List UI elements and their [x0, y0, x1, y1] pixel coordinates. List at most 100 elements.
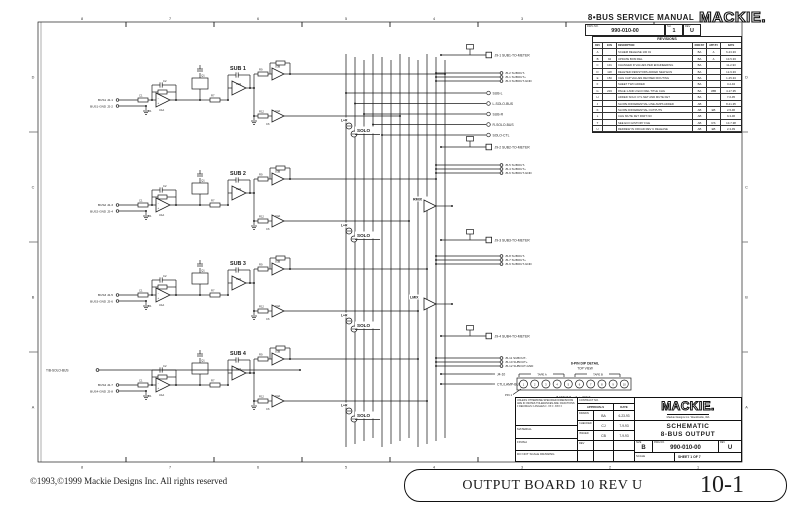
svg-text:D: D — [32, 76, 35, 80]
svg-text:5: 5 — [345, 466, 347, 470]
svg-text:6: 6 — [257, 17, 259, 21]
svg-text:−: − — [158, 97, 160, 100]
svg-text:+: + — [158, 207, 160, 210]
svg-text:U3B: U3B — [275, 260, 280, 264]
rev-cell: REV U — [719, 441, 741, 452]
svg-text:R9: R9 — [259, 68, 263, 72]
svg-text:R-SOLO-BUS: R-SOLO-BUS — [493, 123, 515, 127]
svg-text:R9: R9 — [259, 173, 263, 177]
svg-text:8: 8 — [601, 383, 603, 387]
svg-text:3: 3 — [545, 383, 547, 387]
svg-text:7: 7 — [590, 383, 592, 387]
svg-text:J4-10: J4-10 — [497, 372, 505, 376]
svg-text:B: B — [32, 296, 35, 300]
svg-text:7: 7 — [169, 17, 171, 21]
svg-text:CTL/LAMP-BUS: CTL/LAMP-BUS — [497, 382, 522, 386]
svg-text:J5-1 SUBOUT+: J5-1 SUBOUT+ — [505, 75, 526, 79]
svg-text:U4A: U4A — [275, 214, 280, 218]
date-label: DATE — [620, 405, 628, 409]
rev-label: REV — [720, 441, 725, 444]
drawing-number-row: SIZE B DWG NO. 990-010-00 REV U — [635, 441, 741, 453]
svg-text:+: + — [158, 297, 160, 300]
svg-text:BUS4-GND J2-8: BUS4-GND J2-8 — [90, 390, 113, 394]
svg-text:R1: R1 — [148, 304, 152, 308]
page-number: 10-1 — [700, 472, 744, 498]
svg-text:A: A — [32, 406, 35, 410]
svg-text:C6: C6 — [266, 407, 270, 411]
scale-row: SCALE SHEET 1 OF 7 — [635, 453, 741, 461]
svg-text:J9-2 SUB2-TO-METER: J9-2 SUB2-TO-METER — [495, 145, 531, 149]
size-cell: SIZE B — [635, 441, 653, 452]
rev-col-header: DWN BY — [693, 43, 707, 50]
svg-text:BUS4 J2-7: BUS4 J2-7 — [98, 383, 113, 387]
svg-text:R1: R1 — [148, 394, 152, 398]
svg-text:8-PIN DIP DETAIL: 8-PIN DIP DETAIL — [571, 362, 599, 366]
contract-field: CONTRACT NO. — [578, 398, 634, 404]
svg-text:TAPE A: TAPE A — [537, 372, 547, 376]
svg-text:A: A — [745, 406, 748, 410]
svg-text:R9: R9 — [259, 353, 263, 357]
do-not-scale-note: DO NOT SCALE DRAWING — [517, 452, 555, 456]
svg-text:Q1: Q1 — [201, 359, 205, 363]
svg-text:+: + — [158, 387, 160, 390]
svg-text:U2A: U2A — [236, 277, 241, 281]
svg-text:BUS2-GND J2-4: BUS2-GND J2-4 — [90, 210, 113, 214]
svg-text:U3B: U3B — [275, 170, 280, 174]
svg-text:2: 2 — [534, 383, 536, 387]
svg-text:7: 7 — [169, 466, 171, 470]
approval-row — [578, 451, 634, 461]
svg-text:SUB 2: SUB 2 — [230, 171, 246, 177]
svg-text:U4A: U4A — [275, 394, 280, 398]
svg-text:C6: C6 — [266, 227, 270, 231]
svg-text:J5-4 SUBOUT+: J5-4 SUBOUT+ — [505, 167, 526, 171]
footer-banner: OUTPUT BOARD 10 REV U 10-1 — [404, 469, 787, 502]
title-block-notes-column: UNLESS OTHERWISE SPECIFIED DIMENSIONS AR… — [516, 398, 578, 461]
svg-text:J9-3 SUB3-TO-METER: J9-3 SUB3-TO-METER — [495, 238, 531, 242]
svg-text:U3B: U3B — [275, 65, 280, 69]
svg-text:2: 2 — [609, 466, 611, 470]
svg-text:L+R: L+R — [341, 119, 348, 123]
svg-text:R7: R7 — [211, 379, 215, 383]
svg-text:10: 10 — [623, 383, 626, 387]
svg-text:U4A: U4A — [275, 304, 280, 308]
svg-text:C2: C2 — [163, 274, 167, 278]
svg-text:BUS2 J2-3: BUS2 J2-3 — [98, 203, 113, 207]
svg-text:SOLO: SOLO — [357, 413, 370, 418]
svg-text:C6: C6 — [266, 317, 270, 321]
svg-text:T/B-SOLO-BUS: T/B-SOLO-BUS — [46, 368, 69, 372]
svg-text:U1A: U1A — [159, 108, 164, 112]
svg-text:R1: R1 — [148, 214, 152, 218]
svg-text:U1A: U1A — [159, 213, 164, 217]
company-subtitle: Mackie Designs Inc. Woodinville, WA — [666, 414, 710, 419]
svg-text:1: 1 — [523, 383, 525, 387]
svg-text:Q1: Q1 — [201, 179, 205, 183]
mackie-logo: MACKIE. — [699, 8, 766, 26]
svg-text:LMIX: LMIX — [410, 296, 419, 300]
svg-text:R1: R1 — [148, 109, 152, 113]
svg-text:3: 3 — [521, 466, 523, 470]
svg-text:C1: C1 — [139, 379, 143, 383]
material-field: MATERIAL — [516, 426, 577, 439]
svg-text:−: − — [158, 292, 160, 295]
svg-text:U3B: U3B — [275, 350, 280, 354]
manual-title: 8•BUS SERVICE MANUAL — [587, 12, 695, 22]
dwg-no-cell: DWG NO. 990-010-00 — [653, 441, 719, 452]
svg-text:3: 3 — [521, 17, 523, 21]
svg-text:SUB-R: SUB-R — [493, 112, 504, 116]
rev-value: U — [727, 445, 733, 451]
svg-text:TAPE B: TAPE B — [593, 372, 603, 376]
svg-text:4: 4 — [433, 17, 435, 21]
svg-text:R7: R7 — [211, 289, 215, 293]
